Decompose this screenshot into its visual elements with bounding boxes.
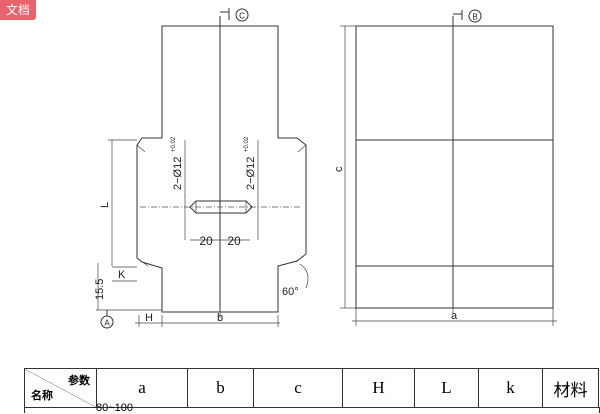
left-part-outline xyxy=(136,25,307,313)
corner-top-label: 参数 xyxy=(68,375,90,387)
table-header-material: 材料 xyxy=(542,368,599,408)
hole-label-left: 2−Ø12 xyxy=(172,157,184,190)
dim-20-right: 20 xyxy=(227,234,241,248)
dim-l-label: L xyxy=(99,202,111,208)
table-header-row: 参数 名称 a b c H L k 材料 xyxy=(24,368,599,408)
datum-c-label: C xyxy=(239,12,245,21)
right-part-outline xyxy=(355,25,554,309)
corner-bottom-label: 名称 xyxy=(31,390,53,402)
table-corner-cell: 参数 名称 xyxy=(24,368,97,408)
angle-label: 60° xyxy=(282,286,299,298)
hole-tol-left: +0.02 xyxy=(171,136,177,152)
table-header-a: a xyxy=(96,368,188,408)
datum-b-label: B xyxy=(472,13,477,22)
hole-label-right: 2−Ø12 xyxy=(245,157,257,190)
hole-tol-right: +0.02 xyxy=(244,136,250,152)
datum-a-label: A xyxy=(104,319,110,328)
datum-c-circle xyxy=(235,8,249,22)
dim-b-label: b xyxy=(217,312,223,324)
dim-155-label: 15.5 xyxy=(94,279,106,300)
table-header-h: H xyxy=(342,368,415,408)
table-partial-value: 80~100 xyxy=(96,402,134,414)
dim-a-label: a xyxy=(451,310,458,322)
document-badge: 文档 xyxy=(0,0,37,20)
dim-k-label: K xyxy=(118,269,126,281)
dim-h-label: H xyxy=(145,312,153,324)
datum-b-circle xyxy=(468,9,482,23)
table-header-k: k xyxy=(478,368,543,408)
parameter-table: 参数 名称 a b c H L k 材料 xyxy=(24,368,599,408)
table-header-c: c xyxy=(253,368,343,408)
dim-c-label: c xyxy=(333,166,345,172)
datum-a-circle xyxy=(100,315,114,329)
dim-20-left: 20 xyxy=(199,234,213,248)
table-header-b: b xyxy=(187,368,254,408)
table-header-l: L xyxy=(414,368,479,408)
